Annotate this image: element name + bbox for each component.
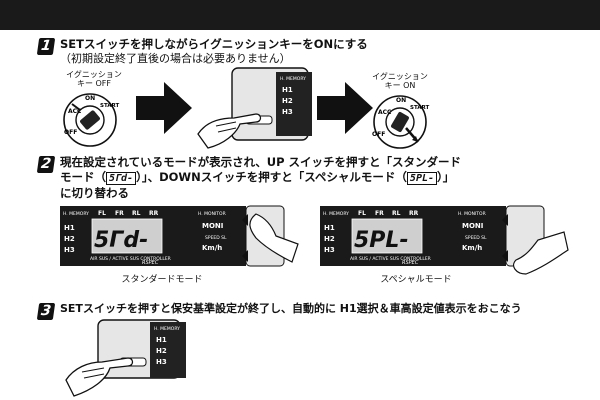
controller-panel-standard: H. MEMORY FL FR RL RR H. MONITOR H1 H2 H… <box>60 205 299 267</box>
svg-text:H2: H2 <box>64 235 75 243</box>
svg-text:H3: H3 <box>282 108 293 116</box>
svg-text:H3: H3 <box>64 246 75 254</box>
svg-text:Km/h: Km/h <box>202 244 222 252</box>
svg-text:RL: RL <box>132 210 141 217</box>
step-1-text: SETスイッチを押しながらイグニッションキーをONにする <box>60 37 368 51</box>
svg-text:H. MEMORY: H. MEMORY <box>63 211 89 217</box>
svg-text:5Γd-: 5Γd- <box>94 228 148 253</box>
svg-text:RR: RR <box>409 210 419 217</box>
svg-text:H2: H2 <box>156 347 167 355</box>
ignition-off-illustration: ACC ON START OFF <box>63 93 120 147</box>
svg-text:ACC: ACC <box>378 109 392 116</box>
caption-special-mode: スペシャルモード <box>380 275 452 285</box>
caption-standard-mode: スタンダードモード <box>121 275 203 285</box>
svg-text:AIR SUS / ACTIVE SUS CONTROLLE: AIR SUS / ACTIVE SUS CONTROLLER <box>90 256 171 262</box>
svg-text:H1: H1 <box>324 224 335 232</box>
svg-text:H1: H1 <box>64 224 75 232</box>
step-2-line2: モード（5Γd-）」、DOWNスイッチを押すと「スペシャルモード（5PL-）」 <box>60 170 455 185</box>
svg-text:H. MEMORY: H. MEMORY <box>280 76 306 82</box>
set-switch-press-illustration: H. MEMORY H1 H2 H3 <box>197 67 312 149</box>
controller-panel-special: H. MEMORY FL FR RL RR H. MONITOR H1 H2 H… <box>320 205 569 275</box>
svg-text:H. MEMORY: H. MEMORY <box>323 211 349 217</box>
svg-text:FR: FR <box>375 210 384 217</box>
svg-text:Km/h: Km/h <box>462 244 482 252</box>
special-mode-code: 5PL- <box>406 172 438 185</box>
svg-text:H2: H2 <box>282 97 293 105</box>
svg-text:H3: H3 <box>156 358 167 366</box>
svg-text:H1: H1 <box>156 336 167 344</box>
standard-mode-code: 5Γd- <box>106 172 137 185</box>
svg-text:SPEED SL: SPEED SL <box>465 235 487 241</box>
svg-text:AIR SUS / ACTIVE SUS CONTROLLE: AIR SUS / ACTIVE SUS CONTROLLER <box>350 256 431 262</box>
svg-text:MONI: MONI <box>202 222 223 230</box>
step-2-line3: に切り替わる <box>60 186 129 200</box>
svg-text:ACC: ACC <box>68 108 82 115</box>
step-2-line1: 現在設定されているモードが表示され、UP スイッチを押すと「スタンダード <box>60 155 462 169</box>
svg-text:H. MONITOR: H. MONITOR <box>198 211 226 217</box>
arrow-right-icon <box>136 82 192 134</box>
svg-text:OFF: OFF <box>64 129 77 136</box>
svg-text:H2: H2 <box>324 235 335 243</box>
svg-text:START: START <box>100 103 120 109</box>
svg-text:ON: ON <box>396 97 406 104</box>
key-on-label: イグニッションキー ON <box>372 72 428 90</box>
set-switch-finish-illustration: H. MEMORY H1 H2 H3 <box>65 319 186 397</box>
arrow-right-icon-2 <box>317 82 373 134</box>
step-1-note: （初期設定終了直後の場合は必要ありません） <box>60 52 291 65</box>
svg-text:5PL-: 5PL- <box>354 228 409 253</box>
svg-text:FR: FR <box>115 210 124 217</box>
step-1-number: 1 <box>36 38 56 55</box>
svg-text:FL: FL <box>358 210 366 217</box>
svg-text:RR: RR <box>149 210 159 217</box>
svg-text:SPEED SL: SPEED SL <box>205 235 227 241</box>
header-bar <box>0 0 600 30</box>
svg-text:RSPEC: RSPEC <box>142 260 159 266</box>
ignition-on-illustration: ACC ON START OFF <box>372 95 430 149</box>
svg-text:START: START <box>410 105 430 111</box>
key-off-label: イグニッションキー OFF <box>66 70 122 88</box>
svg-text:RL: RL <box>392 210 401 217</box>
svg-text:RSPEC: RSPEC <box>402 260 419 266</box>
svg-text:OFF: OFF <box>372 131 385 138</box>
svg-text:H. MEMORY: H. MEMORY <box>154 326 180 332</box>
svg-text:ON: ON <box>85 95 95 102</box>
svg-text:H1: H1 <box>282 86 293 94</box>
svg-text:FL: FL <box>98 210 106 217</box>
svg-text:H. MONITOR: H. MONITOR <box>458 211 486 217</box>
svg-text:MONI: MONI <box>462 222 483 230</box>
step-3-text: SETスイッチを押すと保安基準設定が終了し、自動的に H1選択＆車高設定値表示を… <box>60 302 522 315</box>
step-3-number: 3 <box>36 303 56 320</box>
svg-text:H3: H3 <box>324 246 335 254</box>
step-2-number: 2 <box>36 156 56 173</box>
